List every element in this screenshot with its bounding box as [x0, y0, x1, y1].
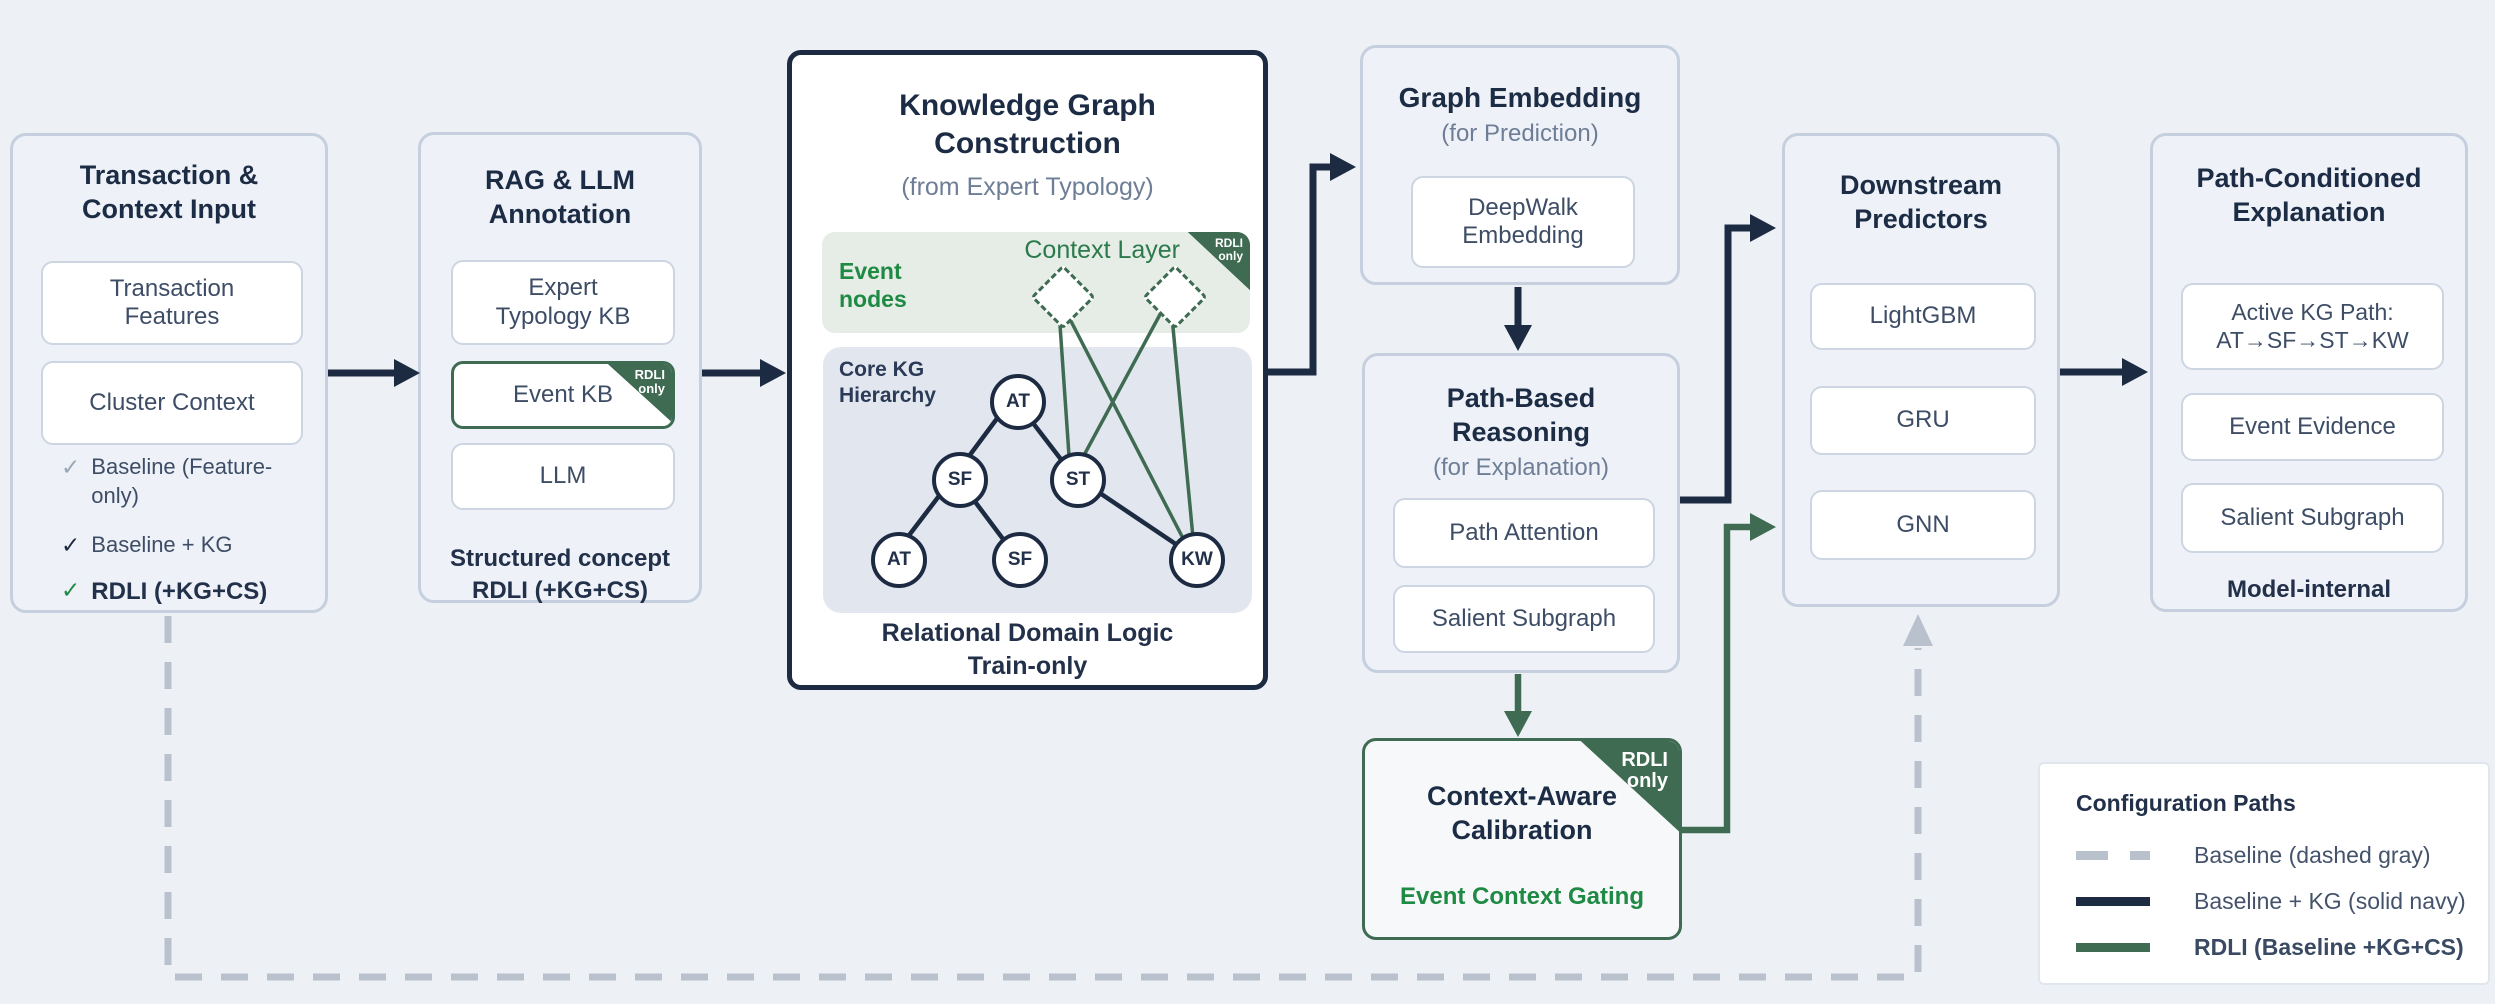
kg-node-kw: KW — [1169, 532, 1225, 588]
core-kg-label: Core KG Hierarchy — [839, 358, 936, 408]
arrow-reasoning-to-predictors — [1680, 224, 1750, 504]
check-icon: ✓ — [61, 454, 81, 480]
transaction-input-title: Transaction & Context Input — [79, 160, 259, 225]
legend-entry-baseline-kg: Baseline + KG (solid navy) — [2076, 888, 2466, 915]
dashed-gray-line-swatch — [2076, 851, 2150, 860]
transaction-features-item: Transaction Features — [41, 261, 303, 345]
arrow-kg-to-embedding — [1268, 163, 1330, 376]
lightgbm-item: LightGBM — [1810, 283, 2036, 350]
explanation-box: Path-Conditioned Explanation Active KG P… — [2150, 133, 2468, 612]
rdli-only-tag: RDLI only — [1580, 741, 1679, 832]
kg-construction-box: Knowledge Graph Construction (from Exper… — [787, 50, 1268, 690]
explanation-title: Path-Conditioned Explanation — [2196, 163, 2422, 228]
gnn-item: GNN — [1810, 490, 2036, 560]
rag-llm-box: RAG & LLM Annotation Expert Typology KB … — [418, 132, 702, 604]
checklist-baseline-kg: ✓ Baseline + KG — [61, 531, 233, 561]
calibration-subtitle: Event Context Gating — [1399, 883, 1645, 910]
gru-item: GRU — [1810, 386, 2036, 455]
event-nodes-label: Event nodes — [839, 258, 907, 313]
salient-subgraph-item: Salient Subgraph — [2181, 483, 2444, 553]
context-layer-label: Context Layer — [1024, 236, 1180, 264]
legend-entry-rdli: RDLI (Baseline +KG+CS) — [2076, 934, 2464, 961]
transaction-input-box: Transaction & Context Input Transaction … — [10, 133, 328, 613]
check-icon: ✓ — [61, 532, 81, 558]
predictors-title: Downstream Predictors — [1839, 170, 2003, 235]
rdli-only-tag: RDLI only — [607, 364, 672, 423]
event-kb-item: Event KB RDLI only — [451, 361, 675, 429]
kg-node-sf: SF — [932, 452, 988, 508]
path-reasoning-box: Path-Based Reasoning (for Explanation) P… — [1362, 353, 1680, 673]
legend-title: Configuration Paths — [2076, 790, 2296, 816]
calibration-box: Context-Aware Calibration Event Context … — [1362, 738, 1682, 940]
active-kg-path-item: Active KG Path: AT→SF→ST→KW — [2181, 283, 2444, 370]
checklist-baseline: ✓ Baseline (Feature-only) — [61, 453, 286, 510]
path-reasoning-subtitle: (for Explanation) — [1432, 454, 1610, 481]
cluster-context-item: Cluster Context — [41, 361, 303, 445]
graph-embedding-title: Graph Embedding — [1398, 82, 1642, 113]
expert-typology-kb-item: Expert Typology KB — [451, 260, 675, 345]
navy-line-swatch — [2076, 897, 2150, 906]
kg-footer: Relational Domain Logic Train-only — [881, 619, 1174, 680]
path-attention-item: Path Attention — [1393, 498, 1655, 568]
legend-entry-baseline: Baseline (dashed gray) — [2076, 842, 2431, 869]
explanation-footer: Model-internal — [2226, 576, 2391, 603]
path-reasoning-title: Path-Based Reasoning — [1446, 383, 1596, 448]
graph-embedding-box: Graph Embedding (for Prediction) DeepWal… — [1360, 45, 1680, 285]
kg-node-at-root: AT — [990, 374, 1046, 430]
rdli-only-tag: RDLI only — [1188, 232, 1250, 290]
kg-title: Knowledge Graph Construction — [899, 89, 1156, 160]
green-line-swatch — [2076, 943, 2150, 952]
check-icon: ✓ — [61, 577, 81, 603]
kg-node-sf-leaf: SF — [992, 532, 1048, 588]
kg-node-st: ST — [1050, 452, 1106, 508]
legend-box: Configuration Paths Baseline (dashed gra… — [2038, 762, 2490, 985]
salient-subgraph-item: Salient Subgraph — [1393, 585, 1655, 653]
kg-subtitle: (from Expert Typology) — [901, 173, 1154, 201]
checklist-rdli: ✓ RDLI (+KG+CS) — [61, 576, 267, 607]
rag-llm-title: RAG & LLM Annotation — [485, 165, 635, 230]
deepwalk-item: DeepWalk Embedding — [1411, 176, 1635, 268]
predictors-box: Downstream Predictors LightGBM GRU GNN — [1782, 133, 2060, 607]
graph-embedding-subtitle: (for Prediction) — [1441, 120, 1599, 147]
rag-footer: Structured concept RDLI (+KG+CS) — [449, 545, 671, 604]
llm-item: LLM — [451, 443, 675, 510]
arrow-calibration-to-predictors — [1682, 523, 1750, 834]
event-evidence-item: Event Evidence — [2181, 393, 2444, 461]
kg-node-at-leaf: AT — [871, 532, 927, 588]
